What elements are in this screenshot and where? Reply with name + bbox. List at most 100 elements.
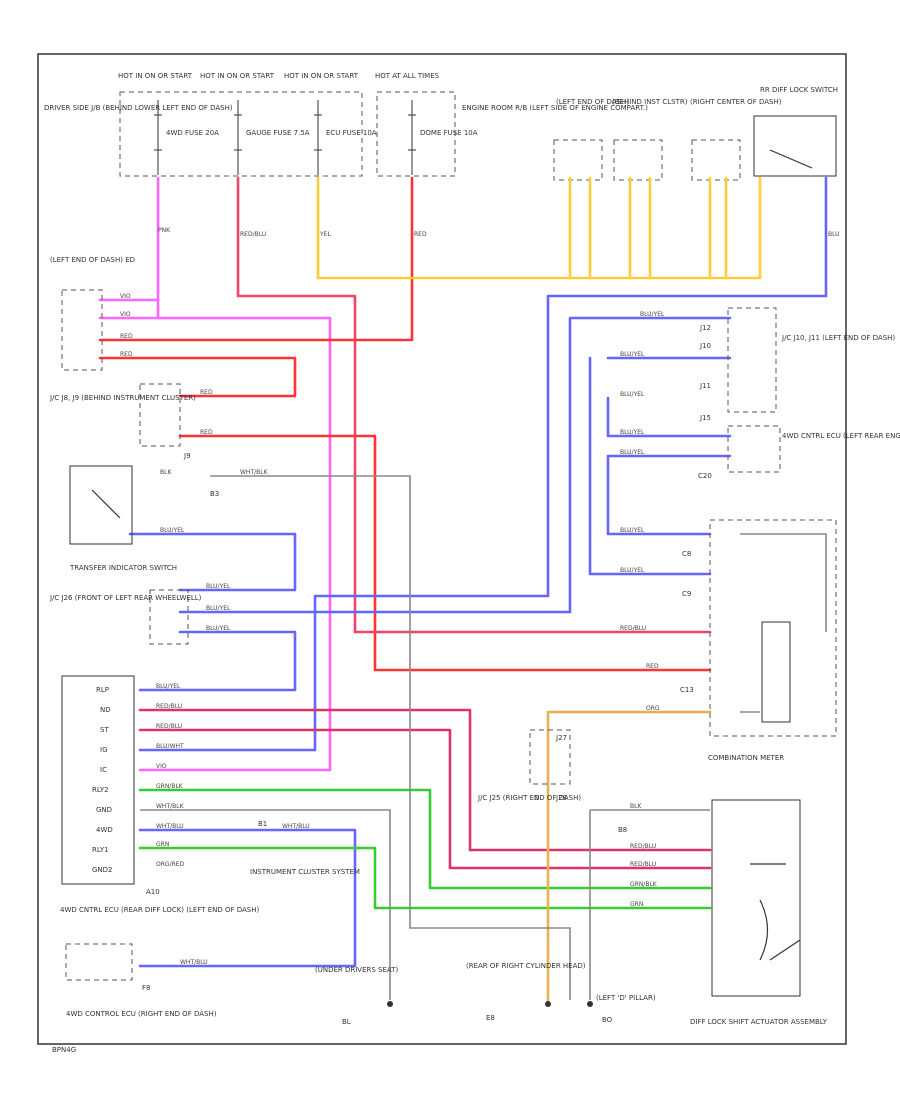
fuse-hot-1: HOT IN ON OR START <box>118 72 193 80</box>
fuse-hot-2: HOT IN ON OR START <box>200 72 275 80</box>
ecu-pin-rly2: RLY2 <box>92 786 109 794</box>
rr-diff-switch-box <box>753 115 837 177</box>
ecu-pin-gnd: GND <box>96 806 112 814</box>
rr-diff-switch-label: RR DIFF LOCK SWITCH <box>760 86 838 94</box>
wire-red-1 <box>98 176 414 398</box>
transfer-switch-contact <box>91 489 121 519</box>
wl-bluyel-7: BLU/YEL <box>620 391 645 398</box>
diagram-frame <box>37 53 847 1045</box>
jc-ed-box <box>61 289 103 371</box>
j15-label: J15 <box>699 414 711 422</box>
wire-pink-1 <box>98 176 332 772</box>
transfer-switch-label: TRANSFER INDICATOR SWITCH <box>69 564 177 572</box>
fuse-hot-4: HOT AT ALL TIMES <box>375 72 440 80</box>
left-pillar-label: (LEFT 'D' PILLAR) <box>596 994 656 1002</box>
wire-blue-1 <box>606 356 732 536</box>
wl-bluyel-11: BLU/YEL <box>620 567 645 574</box>
fuse-1: 4WD FUSE 20A <box>166 129 219 137</box>
f8-label: F8 <box>142 984 150 992</box>
wl-bluyel-9: BLU/YEL <box>620 449 645 456</box>
ecu-pin-rlp: RLP <box>96 686 109 694</box>
wire-red-2 <box>178 434 712 672</box>
wire-green-1 <box>138 788 712 890</box>
jc-j8-box <box>139 383 181 447</box>
engine-ecu-box <box>727 425 781 473</box>
wl-vio-3: VIO <box>156 763 167 770</box>
driver-jb-box <box>119 91 363 177</box>
ecu-right-box <box>65 943 133 981</box>
jc-behind-inst-label: (BEHIND INST CLSTR) <box>612 98 688 106</box>
wl-red-7: RED <box>414 231 427 238</box>
combination-meter-label: COMBINATION METER <box>708 754 784 762</box>
meter-gauge <box>761 621 791 723</box>
fuse-hot-3: HOT IN ON OR START <box>284 72 359 80</box>
wl-orgred-1: ORG/RED <box>156 861 185 868</box>
d-label: D <box>534 794 539 802</box>
fuse-symbols <box>154 100 416 175</box>
wl-grn-1: GRN <box>156 841 169 848</box>
e8-label: E8 <box>486 1014 495 1022</box>
wl-bluwht-1: BLU/WHT <box>156 743 184 750</box>
ecu-pins: RLP ND ST IG IC RLY2 GND 4WD RLY1 GND2 <box>92 686 113 874</box>
combination-meter-box <box>709 519 837 737</box>
wl-redblu-1: RED/BLU <box>620 625 646 632</box>
ecu-pin-4wd: 4WD <box>96 826 113 834</box>
ecu-pin-ic: IC <box>100 766 107 774</box>
wl-grnblk-1: GRN/BLK <box>156 783 184 790</box>
ecu-pin-nd: ND <box>100 706 111 714</box>
wl-blu-1: BLU <box>828 231 840 238</box>
ground-e8-icon <box>545 1001 551 1007</box>
jc-ed-label: (LEFT END OF DASH) ED <box>50 256 135 264</box>
ground-bl-icon <box>387 1001 393 1007</box>
c9-label: C9 <box>682 590 691 598</box>
jc-left-end-label: (LEFT END OF DASH) <box>556 98 629 106</box>
wire-redblu-2 <box>138 728 712 870</box>
wl-whtblk-1: WHT/BLK <box>240 469 269 476</box>
ecu-pin-st: ST <box>100 726 109 734</box>
j28-label: J28 <box>555 794 567 802</box>
jc-j10-box <box>727 307 777 413</box>
fuse-2: GAUGE FUSE 7.5A <box>246 129 310 137</box>
actuator-motor <box>750 863 801 961</box>
jc-right-center-box <box>691 139 741 181</box>
wl-bluyel-12: BLU/YEL <box>156 683 181 690</box>
wl-red-3: RED <box>200 389 213 396</box>
wire-blue-3 <box>128 532 572 614</box>
under-seat-label: (UNDER DRIVERS SEAT) <box>315 966 398 974</box>
wl-red-1: RED <box>120 333 133 340</box>
jc-j26-label: J/C J26 (FRONT OF LEFT REAR WHEELWELL) <box>49 594 202 602</box>
wl-org-1: ORG <box>646 705 660 712</box>
wl-red-6: RED/BLU <box>240 231 266 238</box>
wl-bluyel-6: BLU/YEL <box>620 351 645 358</box>
wire-org <box>546 710 712 1002</box>
wire-blue-2 <box>588 356 712 576</box>
jc-right-label: J/C J25 (RIGHT END OF DASH) <box>477 794 581 802</box>
j12-label: J12 <box>699 324 711 332</box>
bl-label: BL <box>342 1018 351 1026</box>
c13-label: C13 <box>680 686 694 694</box>
jc-right-box <box>529 729 571 785</box>
ecu-pin-gnd2: GND2 <box>92 866 113 874</box>
driver-jb-label: DRIVER SIDE J/B (BEHIND LOWER LEFT END O… <box>44 104 233 112</box>
jc-right-center-label: (RIGHT CENTER OF DASH) <box>690 98 782 106</box>
wl-whtblu-1: WHT/BLU <box>156 823 184 830</box>
jc-behind-inst-box <box>613 139 663 181</box>
wire-blue-4 <box>138 630 297 692</box>
wl-red-5: RED <box>646 663 659 670</box>
wl-whtblu-2: WHT/BLU <box>282 823 310 830</box>
wl-bluyel-3: BLU/YEL <box>206 605 231 612</box>
rear-cyl-label: (REAR OF RIGHT CYLINDER HEAD) <box>466 962 586 970</box>
ecu-right-label: 4WD CONTROL ECU (RIGHT END OF DASH) <box>66 1010 217 1018</box>
j27-label: J27 <box>555 734 567 742</box>
wl-whtblk-2: WHT/BLK <box>156 803 185 810</box>
c20-label: C20 <box>698 472 712 480</box>
jc-left-end-box <box>553 139 603 181</box>
engine-rb-label: ENGINE ROOM R/B (LEFT SIDE OF ENGINE COM… <box>462 104 648 112</box>
b3-label: B3 <box>210 490 219 498</box>
jc-j8-label: J/C J8, J9 (BEHIND INSTRUMENT CLUSTER) <box>49 394 196 402</box>
wl-redblu-4: RED/BLU <box>630 843 656 850</box>
engine-ecu-label: 4WD CNTRL ECU (LEFT REAR ENGINE COMPT.) <box>782 432 900 440</box>
wire-redblu-gauge <box>236 176 712 634</box>
wire-blue-jc <box>568 316 732 614</box>
wl-bluyel-5: BLU/YEL <box>640 311 665 318</box>
